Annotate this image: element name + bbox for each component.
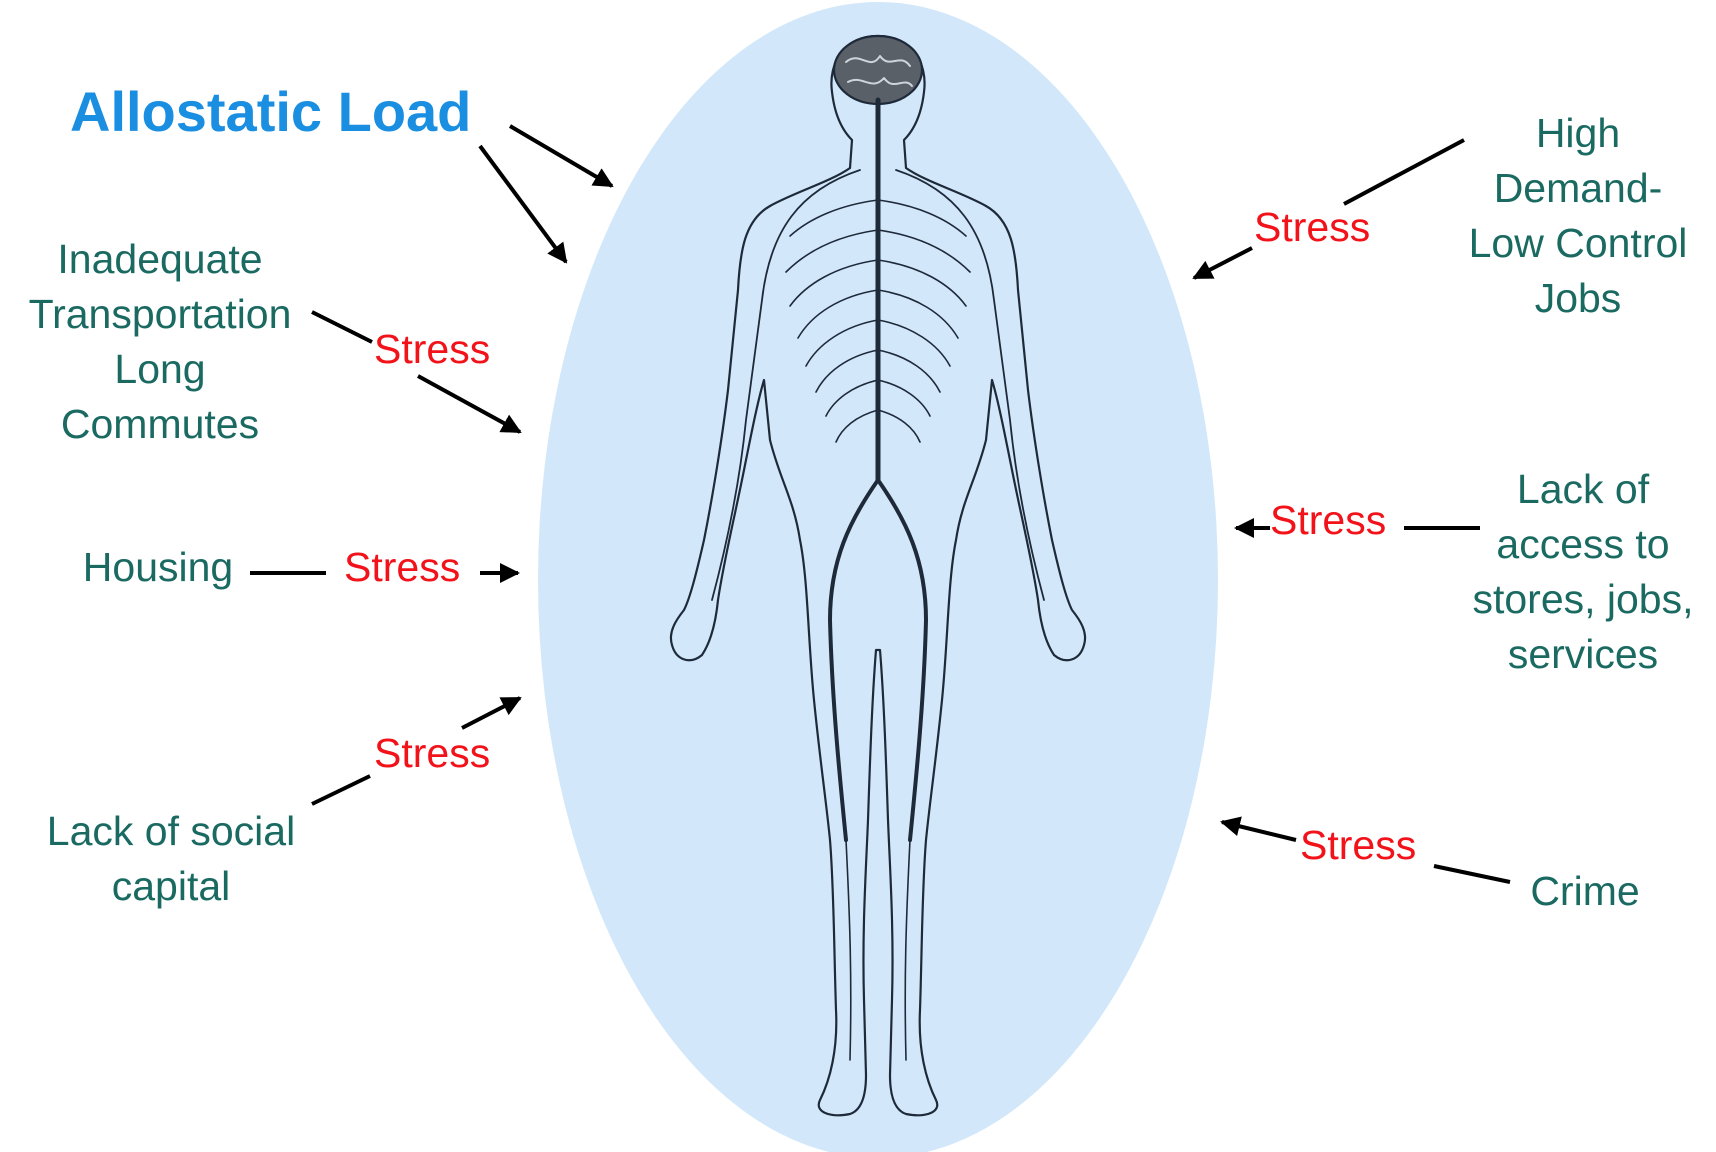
factor-jobs-line-2: Demand- (1450, 161, 1706, 216)
crime-arrow (1222, 822, 1296, 840)
factor-jobs-line-1: High (1450, 106, 1706, 161)
factor-crime-line-1: Crime (1510, 864, 1660, 919)
factor-transportation-line-3: Long (10, 342, 310, 397)
factor-access-line-4: services (1456, 627, 1710, 682)
transport-line (312, 312, 372, 342)
factor-social-capital: Lack of social capital (26, 804, 316, 914)
transport-arrow (418, 376, 520, 432)
factor-access: Lack of access to stores, jobs, services (1456, 462, 1710, 682)
title-arrow-1 (510, 126, 612, 186)
factor-jobs: High Demand- Low Control Jobs (1450, 106, 1706, 326)
factor-jobs-line-3: Low Control (1450, 216, 1706, 271)
social-line (312, 776, 370, 804)
stress-label-social-capital: Stress (374, 726, 490, 781)
stress-label-jobs: Stress (1254, 200, 1370, 255)
social-arrow (462, 698, 520, 728)
factor-transportation-line-2: Transportation (10, 287, 310, 342)
stress-label-transportation: Stress (374, 322, 490, 377)
factor-housing-line-1: Housing (58, 540, 258, 595)
factor-transportation: Inadequate Transportation Long Commutes (10, 232, 310, 452)
stress-label-crime: Stress (1300, 818, 1416, 873)
stress-label-housing: Stress (344, 540, 460, 595)
factor-jobs-line-4: Jobs (1450, 271, 1706, 326)
page-title: Allostatic Load (70, 80, 471, 144)
title-arrow-2 (480, 146, 566, 262)
factor-social-capital-line-1: Lack of social (26, 804, 316, 859)
factor-crime: Crime (1510, 864, 1660, 919)
factor-housing: Housing (58, 540, 258, 595)
factor-transportation-line-4: Commutes (10, 397, 310, 452)
factor-access-line-2: access to (1456, 517, 1710, 572)
factor-access-line-1: Lack of (1456, 462, 1710, 517)
jobs-line (1344, 140, 1464, 204)
stress-label-access: Stress (1270, 493, 1386, 548)
factor-access-line-3: stores, jobs, (1456, 572, 1710, 627)
jobs-arrow (1194, 248, 1252, 278)
factor-transportation-line-1: Inadequate (10, 232, 310, 287)
crime-line (1434, 866, 1510, 882)
factor-social-capital-line-2: capital (26, 859, 316, 914)
